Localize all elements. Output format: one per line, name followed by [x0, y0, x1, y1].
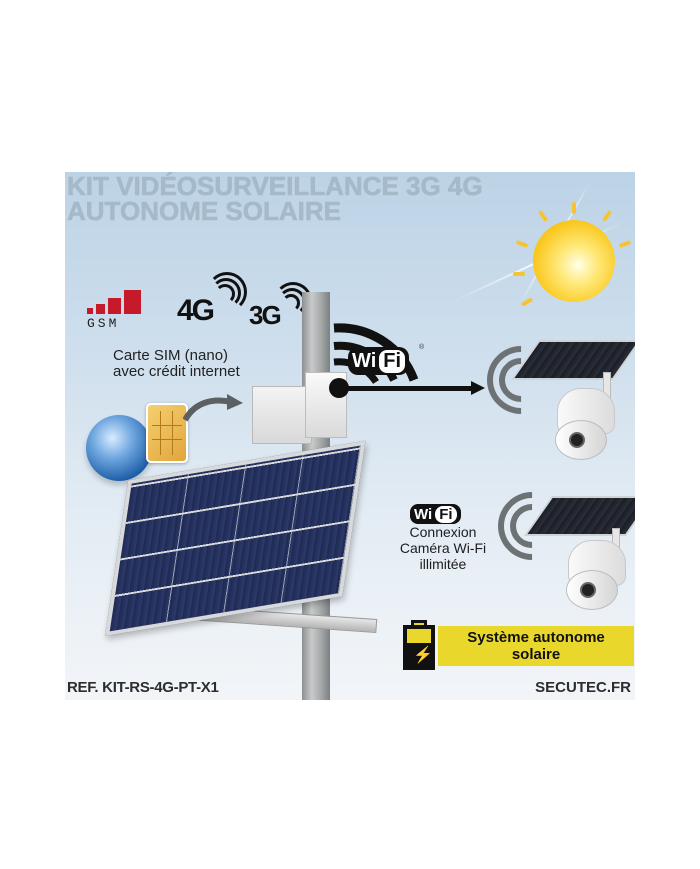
gsm-logo-icon: GSM	[87, 284, 157, 331]
camera-wifi-label: Connexion Caméra Wi-Fi illimitée	[383, 524, 503, 572]
wifi-badge-wi: Wi	[352, 349, 377, 372]
website-label: SECUTEC.FR	[535, 679, 631, 696]
sim-label-line-1: Carte SIM (nano)	[113, 347, 229, 364]
product-reference: REF. KIT-RS-4G-PT-X1	[67, 679, 219, 696]
kit-title-line-2: AUTONOME SOLAIRE	[67, 196, 342, 226]
solar-system-banner: Système autonome solaire	[438, 626, 634, 666]
globe-icon	[86, 415, 152, 481]
sim-card-icon	[146, 403, 188, 463]
sim-label-line-2: avec crédit internet	[113, 363, 240, 380]
wifi-small-wi: Wi	[414, 505, 433, 523]
solar-banner-line-2: solaire	[511, 646, 561, 663]
camera-wifi-line-3: illimitée	[419, 556, 467, 572]
kit-title-line-1: KIT VIDÉOSURVEILLANCE 3G 4G	[67, 172, 483, 201]
sim-card-label: Carte SIM (nano) avec crédit internet	[113, 348, 240, 380]
camera-wifi-line-1: Connexion	[409, 524, 477, 540]
wifi-small-fi: Fi	[435, 505, 457, 523]
wifi-badge-fi: Fi	[379, 349, 406, 373]
camera-wifi-line-2: Caméra Wi-Fi	[399, 540, 487, 556]
curved-arrow-icon	[183, 394, 243, 422]
gsm-logo-text: GSM	[87, 316, 120, 331]
wifi-logo-icon: Wi Fi	[410, 504, 461, 524]
product-image-panel: KIT VIDÉOSURVEILLANCE 3G 4G AUTONOME SOL…	[65, 172, 635, 700]
bolt-glyph: ⚡	[413, 647, 433, 664]
kit-title: KIT VIDÉOSURVEILLANCE 3G 4G AUTONOME SOL…	[67, 172, 483, 226]
router-icon	[252, 386, 312, 444]
battery-bolt-icon: ⚡	[403, 620, 435, 670]
registered-mark: ®	[419, 344, 425, 351]
solar-banner-line-1: Système autonome	[467, 629, 605, 646]
